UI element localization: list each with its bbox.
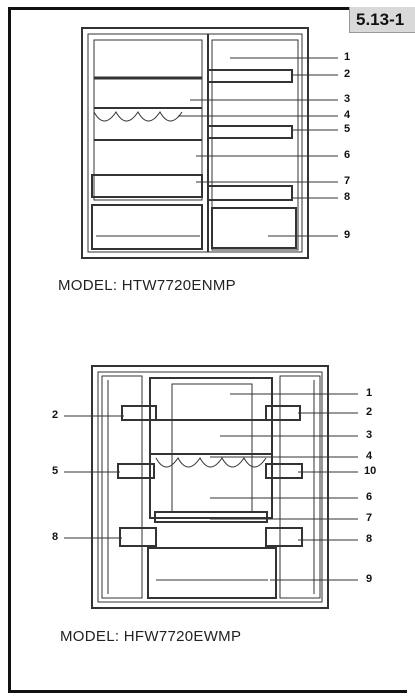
- callout-2-10: 10: [364, 465, 377, 477]
- callout-2-9: 9: [366, 573, 373, 585]
- model-label-1: MODEL: HTW7720ENMP: [58, 277, 236, 294]
- callout-2-4: 4: [366, 450, 373, 462]
- callout-2-left-2: 2: [52, 409, 59, 421]
- callout-2-left-8: 8: [52, 531, 59, 543]
- callout-2-7: 7: [366, 512, 373, 524]
- fridge-diagram-2: [64, 365, 358, 609]
- callout-2-1: 1: [366, 387, 373, 399]
- callout-1-5: 5: [344, 123, 351, 135]
- callout-2-2: 2: [366, 406, 373, 418]
- page-frame: [8, 7, 407, 693]
- callout-2-3: 3: [366, 429, 373, 441]
- callout-2-8: 8: [366, 533, 373, 545]
- callout-1-7: 7: [344, 175, 351, 187]
- callout-1-8: 8: [344, 191, 351, 203]
- callout-1-9: 9: [344, 229, 351, 241]
- fridge-diagram-1: [81, 27, 338, 259]
- callout-1-4: 4: [344, 109, 351, 121]
- callout-1-3: 3: [344, 93, 351, 105]
- model-label-2: MODEL: HFW7720EWMP: [60, 628, 242, 645]
- callout-1-6: 6: [344, 149, 351, 161]
- callout-2-left-5: 5: [52, 465, 59, 477]
- callout-1-2: 2: [344, 68, 351, 80]
- callout-1-1: 1: [344, 51, 351, 63]
- callout-2-6: 6: [366, 491, 373, 503]
- section-tag: 5.13-1: [349, 7, 415, 33]
